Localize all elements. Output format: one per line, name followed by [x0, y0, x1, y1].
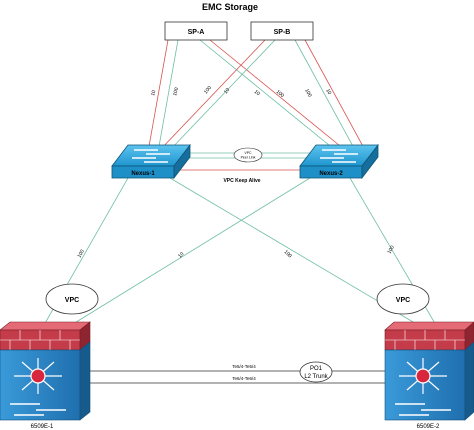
label-n2-e1: 10 [177, 251, 185, 259]
link-spb-n2-green [294, 39, 356, 151]
label-spb-n2-1: 100 [303, 88, 312, 98]
label-n1-e1: 100 [77, 249, 86, 259]
nexus-2-label: Nexus-2 [319, 171, 343, 177]
label-spa-n2-1: 10 [253, 89, 261, 97]
diagram-title: EMC Storage [202, 2, 258, 12]
core-switch-6509e-2: 6509E-2 [384, 321, 474, 430]
l2-trunk-label: L2 Trunk [304, 374, 328, 380]
vpc-right: VPC [376, 283, 430, 315]
link-spa-n2-red [209, 39, 346, 151]
vpc-keep-alive-label: VPC Keep Alive [223, 178, 260, 184]
label-spb-n2-2: 10 [324, 88, 332, 96]
switch-arrows-icon [320, 149, 358, 163]
core-link-labels: 100 10 100 100 [77, 245, 396, 260]
link-spb-n1-green [169, 39, 276, 151]
nexus-1-label: Nexus-1 [131, 171, 155, 177]
sp-a-box: SP-A [164, 21, 228, 41]
nexus-2-switch: Nexus-2 [299, 143, 379, 180]
brick-pattern [385, 330, 465, 350]
switch-arrows-icon [395, 403, 451, 416]
po1-ellipse [299, 361, 333, 383]
link-spb-n2-red [304, 39, 366, 151]
label-spa-n1-2: 100 [172, 87, 180, 97]
label-n2-e2: 100 [387, 245, 396, 255]
link-spa-n1-green [157, 39, 179, 153]
storage-link-labels: 10 100 100 10 10 100 100 10 [150, 85, 332, 99]
router-hub-icon [14, 358, 62, 394]
trunk-links: Te5/4-Te5/4 Te6/4-Te6/4 PO1 L2 Trunk [90, 361, 388, 384]
peer-link-line2: Peer Link [241, 156, 256, 160]
brick-pattern [0, 330, 80, 350]
vpc-left: VPC [45, 283, 99, 315]
vpc-peer-link: VPC Peer Link [175, 147, 310, 171]
trunk-label-top: Te5/4-Te5/4 [232, 364, 256, 369]
label-spa-n1-1: 10 [150, 89, 157, 96]
sp-a-label: SP-A [188, 29, 205, 36]
label-spb-n1-2: 10 [223, 87, 231, 95]
link-spb-n1-red [159, 39, 266, 151]
link-n2-e1 [59, 177, 311, 333]
nexus-1-switch: Nexus-1 [111, 143, 191, 180]
vpc-left-label: VPC [65, 297, 79, 304]
core-switch-6509e-1: 6509E-1 [0, 321, 91, 430]
sp-b-label: SP-B [274, 29, 291, 36]
vpc-right-label: VPC [396, 297, 410, 304]
po1-label: PO1 [310, 366, 323, 372]
label-spb-n1-1: 100 [203, 85, 213, 95]
sp-b-box: SP-B [250, 21, 314, 41]
core-right-label: 6509E-2 [417, 424, 440, 430]
label-spa-n2-2: 100 [275, 89, 285, 99]
link-spa-n1-red [147, 39, 169, 153]
link-spa-n2-green [199, 39, 336, 151]
trunk-label-bottom: Te6/4-Te6/4 [232, 376, 256, 381]
core-links [39, 177, 441, 333]
router-hub-icon [399, 358, 447, 394]
switch-arrows-icon [132, 149, 170, 163]
peer-link-line1: VPC [244, 151, 252, 155]
label-n1-e2: 100 [283, 249, 293, 259]
switch-arrows-icon [10, 403, 66, 416]
storage-links [147, 39, 366, 153]
core-left-label: 6509E-1 [31, 424, 54, 430]
